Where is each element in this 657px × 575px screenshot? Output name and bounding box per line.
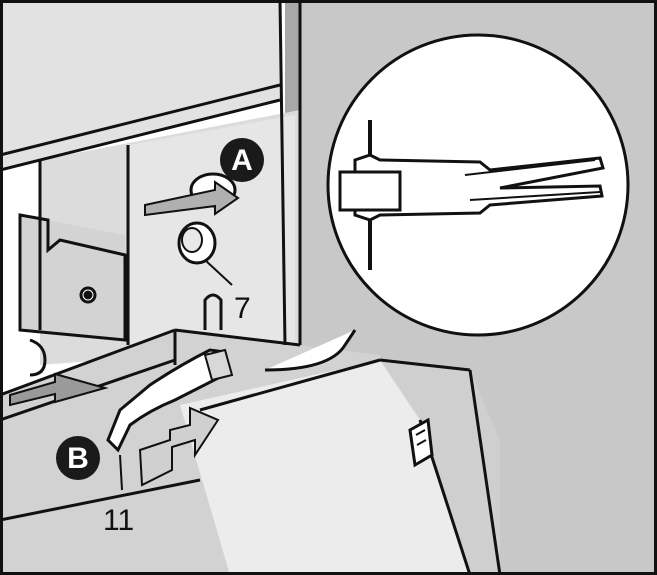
step-a-badge: A	[220, 138, 264, 182]
step-b-label: B	[67, 442, 89, 475]
pull-arrow	[9, 372, 109, 407]
release-arrow	[144, 180, 240, 217]
part-7-label: 7	[234, 292, 251, 325]
hose-connector-part-11	[106, 348, 234, 491]
magnified-detail-circle	[264, 33, 630, 372]
socket	[408, 417, 434, 468]
mounting-bracket	[18, 213, 127, 377]
push-arrow	[138, 406, 220, 487]
slot	[203, 293, 223, 330]
step-b-badge: B	[56, 436, 100, 480]
part-11-label: 11	[103, 504, 134, 537]
step-a-label: A	[231, 144, 253, 177]
